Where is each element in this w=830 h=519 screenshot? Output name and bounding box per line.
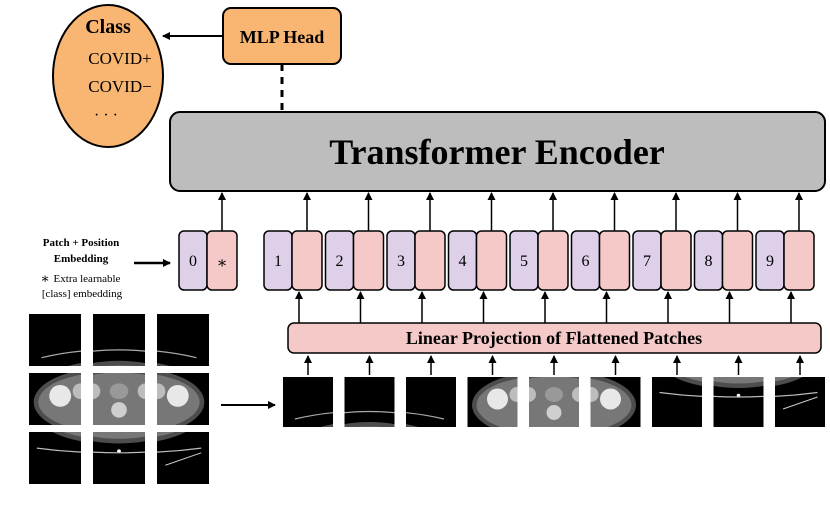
grid-patch-5 — [93, 373, 145, 425]
patch-embedding-box — [721, 230, 754, 291]
patch-position-number: 2 — [336, 253, 344, 270]
grid-patch-9 — [157, 432, 209, 484]
flat-patch-9 — [775, 377, 825, 427]
class-token-embedding: 0 ∗ — [178, 192, 238, 291]
class-ellipse — [52, 4, 164, 148]
encoder-box — [169, 111, 826, 192]
patch-position-number: 4 — [459, 253, 467, 270]
class-item-covid-positive: COVID+ — [88, 49, 151, 68]
patch-position-number: 6 — [582, 253, 590, 270]
patch-embedding-box — [537, 230, 569, 291]
grid-patch-8 — [93, 432, 145, 484]
legend-star: ∗ — [40, 272, 50, 287]
patch-position-number: 1 — [274, 253, 282, 270]
grid-patch-1 — [29, 314, 81, 366]
flat-patch-6 — [590, 377, 641, 427]
patch-position-number: 9 — [766, 253, 774, 270]
encoder-label: Transformer Encoder — [329, 132, 665, 172]
grid-patch-3 — [157, 314, 209, 366]
grid-patch-6 — [157, 373, 209, 425]
linear-projection: Linear Projection of Flattened Patches — [287, 322, 822, 354]
legend-note-2: [class] embedding — [42, 288, 123, 300]
patch-position-number: 7 — [643, 253, 651, 270]
patch-token-8: 8 — [693, 192, 754, 291]
patch-embedding-box — [291, 230, 323, 291]
patch-position-number: 5 — [520, 253, 528, 270]
patch-embedding-box — [352, 230, 385, 291]
class-token-position: 0 — [189, 253, 197, 270]
transformer-encoder: Transformer Encoder — [169, 111, 826, 192]
legend: Patch + Position Embedding ∗ Extra learn… — [40, 237, 171, 300]
mlp-head: MLP Head — [222, 7, 342, 65]
patch-token-2: 2 — [324, 192, 385, 291]
grid-patch-2 — [93, 314, 145, 366]
patch-embedding-box — [414, 230, 446, 291]
linear-projection-label: Linear Projection of Flattened Patches — [406, 328, 702, 348]
grid-patch-4 — [29, 373, 81, 425]
patch-token-embeddings: 1 2 3 4 5 6 7 8 9 — [263, 192, 815, 291]
class-title: Class — [85, 16, 131, 38]
grid-patch-7 — [29, 432, 81, 484]
patch-token-7: 7 — [632, 192, 692, 291]
legend-line-2: Embedding — [54, 253, 109, 265]
patch-token-5: 5 — [509, 192, 569, 291]
flat-patch-1 — [283, 377, 333, 427]
patch-token-3: 3 — [386, 192, 446, 291]
projection-arrows — [295, 291, 804, 375]
flat-patch-4 — [467, 377, 518, 427]
flat-patch-8 — [713, 377, 764, 427]
patch-position-number: 8 — [705, 253, 713, 270]
patch-embedding-box — [475, 230, 508, 291]
patch-embedding-box — [660, 230, 692, 291]
input-image-grid — [29, 314, 209, 484]
mlp-head-label: MLP Head — [240, 27, 325, 47]
patch-embedding-box — [598, 230, 631, 291]
patch-token-6: 6 — [570, 192, 631, 291]
flat-patch-2 — [344, 377, 395, 427]
class-item-covid-negative: COVID− — [88, 77, 151, 96]
patch-token-9: 9 — [755, 192, 815, 291]
legend-note-1: Extra learnable — [54, 273, 121, 285]
flat-patch-7 — [652, 377, 702, 427]
class-output: Class COVID+ COVID− · · · — [52, 4, 164, 148]
class-item-ellipsis: · · · — [94, 107, 118, 124]
class-token-symbol: ∗ — [217, 255, 228, 272]
flat-patch-5 — [529, 377, 579, 427]
patch-embedding-box — [783, 230, 815, 291]
patch-position-number: 3 — [397, 253, 405, 270]
linear-projection-box — [287, 322, 822, 354]
flattened-patch-sequence — [283, 377, 825, 427]
legend-line-1: Patch + Position — [43, 237, 120, 249]
patch-token-4: 4 — [447, 192, 508, 291]
flat-patch-3 — [406, 377, 456, 427]
patch-token-1: 1 — [263, 192, 323, 291]
